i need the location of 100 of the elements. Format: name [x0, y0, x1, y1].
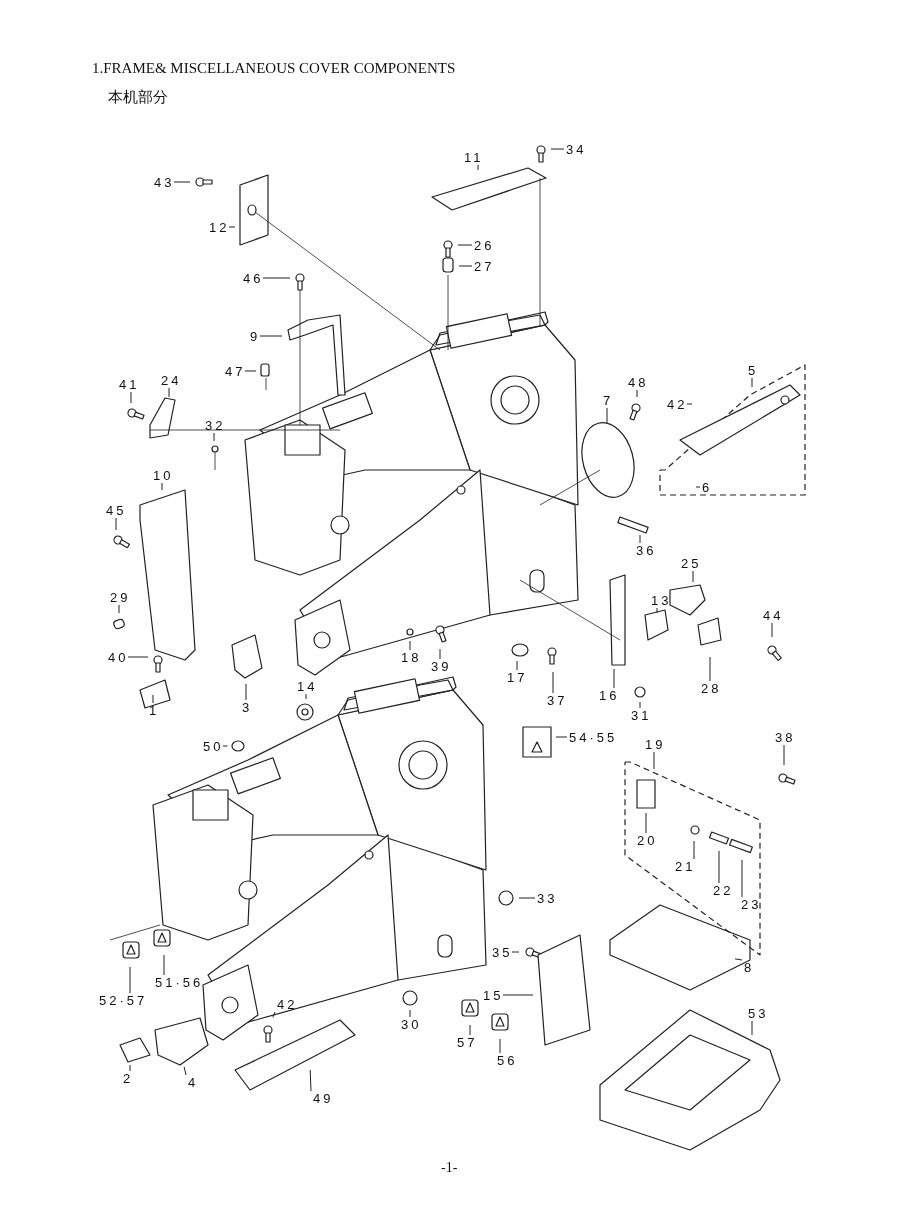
leader-line — [639, 701, 641, 709]
callout-number: 13 — [649, 592, 672, 608]
leader-line — [511, 951, 520, 953]
leader-line — [518, 897, 536, 899]
leader-line — [272, 1011, 276, 1018]
callout-number: 19 — [643, 736, 666, 752]
callout-number: 25 — [679, 555, 702, 571]
callout-number: 44 — [761, 607, 784, 623]
leader-line — [550, 148, 565, 150]
callout-number: 26 — [472, 237, 495, 253]
leader-line — [457, 244, 473, 246]
leader-line — [636, 389, 638, 398]
callout-number: 41 — [117, 376, 140, 392]
leader-line — [469, 1024, 471, 1036]
callout-number: 57 — [455, 1034, 478, 1050]
callout-number: 4 — [186, 1074, 199, 1090]
callout-number: 3 — [240, 699, 253, 715]
leader-line — [115, 517, 117, 531]
callout-number: 9 — [248, 328, 261, 344]
leader-line — [127, 656, 149, 658]
leader-line — [213, 432, 215, 442]
leader-line — [639, 534, 641, 544]
callout-number: 15 — [481, 987, 504, 1003]
callout-number: 14 — [295, 678, 318, 694]
leader-line — [751, 377, 753, 388]
subtitle: 本机部分 — [108, 88, 168, 107]
callout-number: 20 — [635, 832, 658, 848]
callout-number: 35 — [490, 944, 513, 960]
leader-line — [734, 958, 743, 961]
leader-line — [161, 482, 163, 491]
callout-number: 51·56 — [153, 974, 204, 990]
callout-number: 45 — [104, 502, 127, 518]
leader-line — [606, 407, 608, 424]
callout-number: 2 — [121, 1070, 134, 1086]
leader-line — [129, 966, 131, 994]
callout-number: 54·55 — [567, 729, 618, 745]
leader-line — [163, 954, 165, 976]
leader-line — [645, 812, 647, 834]
leader-line — [695, 486, 701, 488]
callout-number: 6 — [700, 479, 713, 495]
leader-line — [555, 736, 568, 738]
leader-line — [653, 751, 655, 770]
callout-number: 49 — [311, 1090, 334, 1106]
leader-line — [771, 622, 773, 638]
leader-line — [656, 607, 658, 614]
callout-number: 8 — [742, 959, 755, 975]
callout-number: 12 — [207, 219, 230, 235]
callout-number: 46 — [241, 270, 264, 286]
leader-line — [309, 1069, 312, 1092]
leader-line — [409, 640, 411, 651]
callout-number: 23 — [739, 896, 762, 912]
callout-number: 42 — [665, 396, 688, 412]
leader-line — [741, 859, 743, 898]
leader-line — [409, 1009, 411, 1018]
callout-number: 10 — [151, 467, 174, 483]
leader-line — [751, 1020, 753, 1036]
callout-number: 33 — [535, 890, 558, 906]
leader-line — [183, 1066, 187, 1076]
leader-line — [259, 335, 283, 337]
leader-line — [439, 648, 441, 660]
callout-number: 11 — [462, 149, 484, 165]
leader-line — [783, 744, 785, 766]
leader-line — [718, 850, 720, 884]
callout-number: 48 — [626, 374, 649, 390]
callout-number: 1 — [147, 702, 160, 718]
callout-number: 24 — [159, 372, 182, 388]
callout-number: 5 — [746, 362, 759, 378]
leader-line — [244, 370, 257, 372]
leader-line — [709, 656, 711, 682]
leader-line — [130, 391, 132, 404]
leader-line — [516, 660, 518, 671]
callout-number: 50 — [201, 738, 224, 754]
leader-line — [613, 668, 615, 689]
callout-number: 39 — [429, 658, 452, 674]
callout-number: 22 — [711, 882, 734, 898]
callout-number: 42 — [275, 996, 298, 1012]
callout-number: 43 — [152, 174, 175, 190]
leader-line — [118, 604, 120, 614]
callout-number: 37 — [545, 692, 568, 708]
leader-line — [129, 1064, 131, 1072]
callout-number: 18 — [399, 649, 422, 665]
callout-number: 47 — [223, 363, 246, 379]
callout-number: 21 — [673, 858, 696, 874]
callout-number: 28 — [699, 680, 722, 696]
callout-number: 30 — [399, 1016, 422, 1032]
leader-line — [692, 570, 694, 583]
callout-number: 56 — [495, 1052, 518, 1068]
callout-number: 52·57 — [97, 992, 148, 1008]
callout-number: 31 — [629, 707, 652, 723]
callout-number: 16 — [597, 687, 620, 703]
callout-number: 27 — [472, 258, 495, 274]
leader-line — [152, 694, 154, 704]
callout-number: 7 — [601, 392, 614, 408]
leader-line — [458, 265, 473, 267]
callout-number: 40 — [106, 649, 129, 665]
leader-line — [552, 671, 554, 694]
title: 1.FRAME& MISCELLANEOUS COVER COMPONENTS — [92, 60, 456, 77]
leader-line — [693, 840, 695, 860]
callout-number: 32 — [203, 417, 226, 433]
callout-number: 34 — [564, 141, 587, 157]
